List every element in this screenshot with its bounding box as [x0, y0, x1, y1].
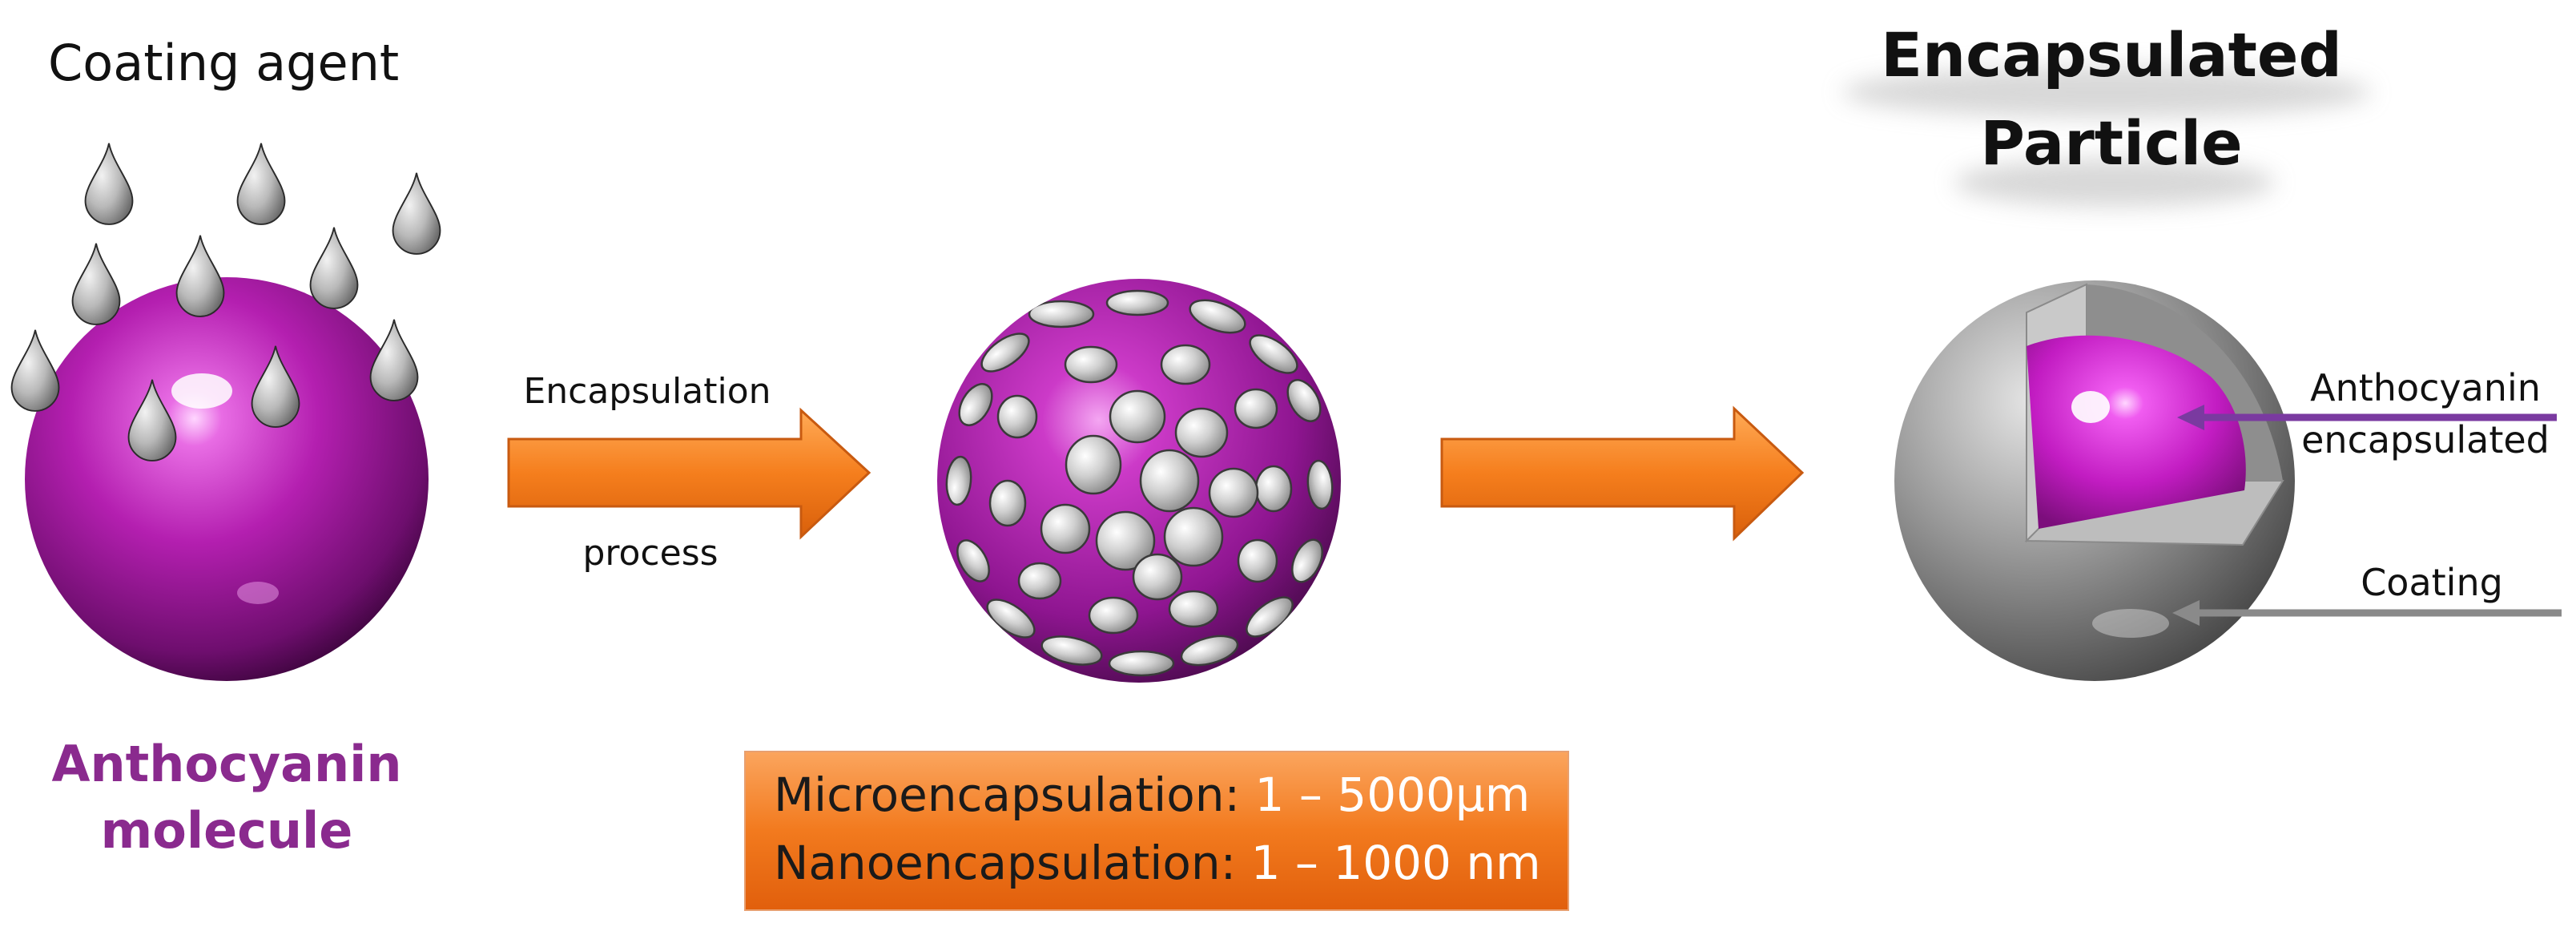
particle-title-line2: Particle [1980, 107, 2242, 179]
process-label-top: Encapsulation [523, 371, 771, 412]
particle-title: Encapsulated Particle [1842, 19, 2371, 207]
molecule-label-line2: molecule [101, 801, 353, 860]
size-range-box: Microencapsulation: 1 – 5000μm Nanoencap… [744, 751, 1569, 911]
anthocyanin-core [2027, 335, 2246, 529]
droplet-icon [71, 242, 121, 325]
droplet-icon [369, 318, 419, 401]
coating-label: Coating [2361, 561, 2503, 604]
micro-label: Microencapsulation: [774, 768, 1240, 822]
droplet-icon [236, 142, 286, 225]
core-pointer [2177, 405, 2557, 430]
process-label-bottom: process [582, 533, 718, 574]
droplet-icon [175, 234, 225, 317]
encapsulated-particle [1894, 280, 2295, 681]
core-label-line1: Anthocyanin [2310, 366, 2541, 409]
nano-line: Nanoencapsulation: 1 – 1000 nm [774, 836, 1541, 890]
micro-range: 1 – 5000μm [1255, 768, 1531, 822]
nano-label: Nanoencapsulation: [774, 836, 1236, 890]
core-label-line2: encapsulated [2301, 418, 2550, 461]
coated-sphere [937, 279, 1341, 683]
right-arrow-icon [1440, 405, 1805, 542]
droplet-icon [392, 171, 441, 255]
coating-pointer [2172, 600, 2562, 626]
molecule-label-line1: Anthocyanin [51, 735, 401, 793]
droplet-icon [84, 142, 134, 225]
anthocyanin-molecule-sphere [25, 277, 429, 681]
micro-line: Microencapsulation: 1 – 5000μm [774, 768, 1530, 822]
droplet-icon [309, 226, 359, 309]
nano-range: 1 – 1000 nm [1251, 836, 1541, 890]
particle-title-line1: Encapsulated [1881, 19, 2342, 91]
coating-agent-label: Coating agent [48, 34, 399, 92]
droplet-icon [10, 328, 60, 412]
right-arrow-icon [507, 407, 871, 540]
